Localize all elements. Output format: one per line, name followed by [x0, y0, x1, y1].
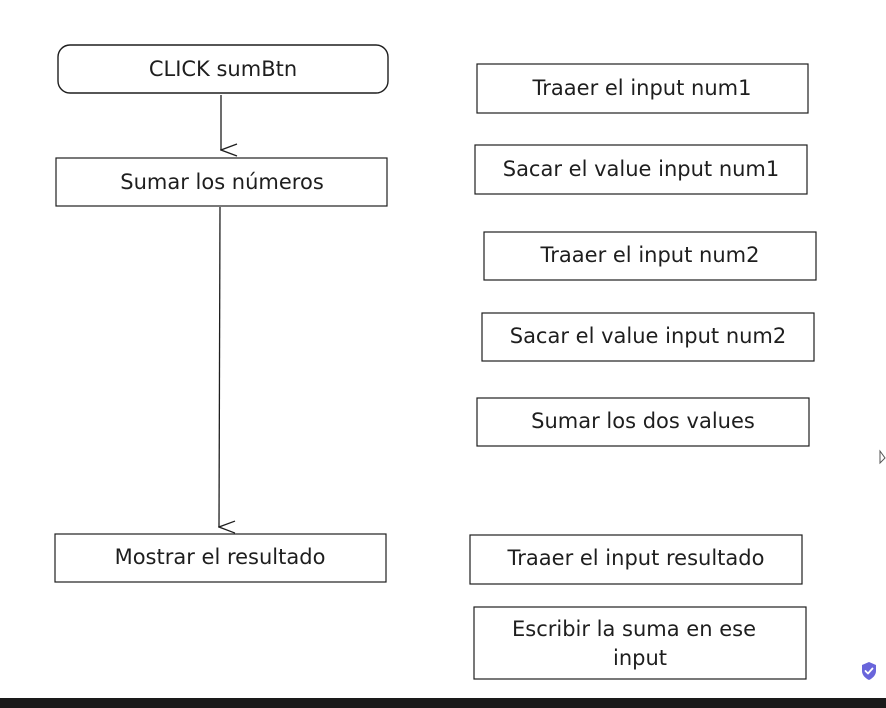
- step-node-3[interactable]: Traaer el input num2: [483, 231, 817, 281]
- step-node-6[interactable]: Traaer el input resultado: [469, 534, 803, 585]
- step-label-3: Traaer el input num2: [540, 243, 760, 267]
- step-node-5[interactable]: Sumar los dos values: [476, 397, 810, 447]
- step-label-7-line-1: Escribir la suma en ese: [512, 617, 756, 641]
- bottom-bar: [0, 698, 886, 708]
- step-label-7-line-2: input: [613, 646, 667, 670]
- step-label-4: Sacar el value input num2: [510, 324, 787, 348]
- sum-numbers-node[interactable]: Sumar los números: [55, 157, 388, 207]
- arrow-sum-to-show: [219, 206, 220, 527]
- step-label-2: Sacar el value input num1: [503, 157, 780, 181]
- step-label-5: Sumar los dos values: [531, 409, 755, 433]
- step-node-1[interactable]: Traaer el input num1: [476, 63, 809, 114]
- step-node-7[interactable]: Escribir la suma en ese input: [473, 606, 807, 680]
- step-node-2[interactable]: Sacar el value input num1: [474, 144, 808, 195]
- step-label-6: Traaer el input resultado: [507, 546, 765, 570]
- start-node[interactable]: CLICK sumBtn: [57, 44, 389, 94]
- cursor-icon: [879, 449, 886, 465]
- show-result-node[interactable]: Mostrar el resultado: [54, 533, 387, 583]
- shield-check-icon[interactable]: [860, 661, 878, 681]
- start-node-label: CLICK sumBtn: [149, 57, 297, 81]
- step-node-4[interactable]: Sacar el value input num2: [481, 312, 815, 362]
- sum-numbers-label: Sumar los números: [120, 170, 324, 194]
- step-label-1: Traaer el input num1: [532, 76, 752, 100]
- show-result-label: Mostrar el resultado: [115, 545, 326, 569]
